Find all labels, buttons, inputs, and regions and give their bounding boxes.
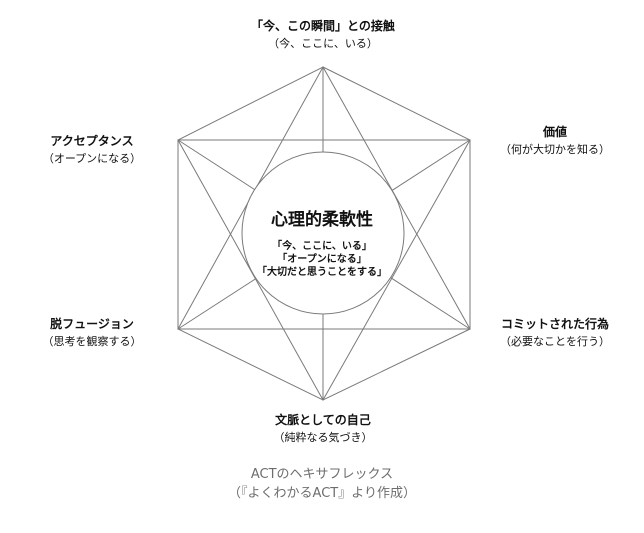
caption-title: ACTのヘキサフレックス xyxy=(250,467,394,482)
node-title: コミットされた行為 xyxy=(500,317,609,331)
center-title: 心理的柔軟性 xyxy=(271,210,373,230)
node-subtitle: （必要なことを行う） xyxy=(500,335,610,348)
node-present-moment: 「今、この瞬間」との接触 （今、ここに、いる） xyxy=(223,18,423,52)
center-line: 「大切だと思うことをする」 xyxy=(257,267,387,278)
node-title: 脱フュージョン xyxy=(50,317,134,331)
node-subtitle: （純粋なる気づき） xyxy=(273,431,373,444)
center-lines: 「今、ここに、いる」 「オープンになる」 「大切だと思うことをする」 xyxy=(242,240,402,279)
node-title: 「今、この瞬間」との接触 xyxy=(251,19,395,33)
node-subtitle: （何が大切かを知る） xyxy=(500,143,610,156)
node-acceptance: アクセプタンス （オープンになる） xyxy=(22,133,162,167)
caption-source: （『よくわかるACT』より作成） xyxy=(228,486,416,501)
center-line: 「オープンになる」 xyxy=(277,254,367,265)
node-title: 文脈としての自己 xyxy=(275,413,371,427)
node-title: 価値 xyxy=(542,125,567,139)
node-committed-action: コミットされた行為 （必要なことを行う） xyxy=(485,316,625,350)
center-line: 「今、ここに、いる」 xyxy=(272,241,372,252)
center-circle xyxy=(241,151,405,315)
node-title: アクセプタンス xyxy=(50,134,134,148)
node-subtitle: （思考を観察する） xyxy=(42,335,142,348)
node-self-as-context: 文脈としての自己 （純粋なる気づき） xyxy=(243,412,403,446)
node-defusion: 脱フュージョン （思考を観察する） xyxy=(22,316,162,350)
node-subtitle: （オープンになる） xyxy=(42,152,142,165)
node-values: 価値 （何が大切かを知る） xyxy=(485,124,625,158)
node-subtitle: （今、ここに、いる） xyxy=(268,37,378,50)
